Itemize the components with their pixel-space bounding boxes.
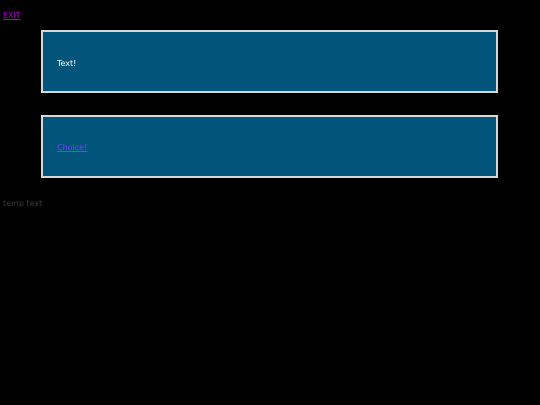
temp-text: temp text	[3, 199, 43, 208]
text-panel: Text!	[41, 30, 498, 93]
choice-panel: Choice!	[41, 115, 498, 178]
exit-link[interactable]: EXIT	[3, 11, 21, 20]
panel-text-label: Text!	[57, 59, 77, 68]
choice-link[interactable]: Choice!	[57, 143, 88, 152]
